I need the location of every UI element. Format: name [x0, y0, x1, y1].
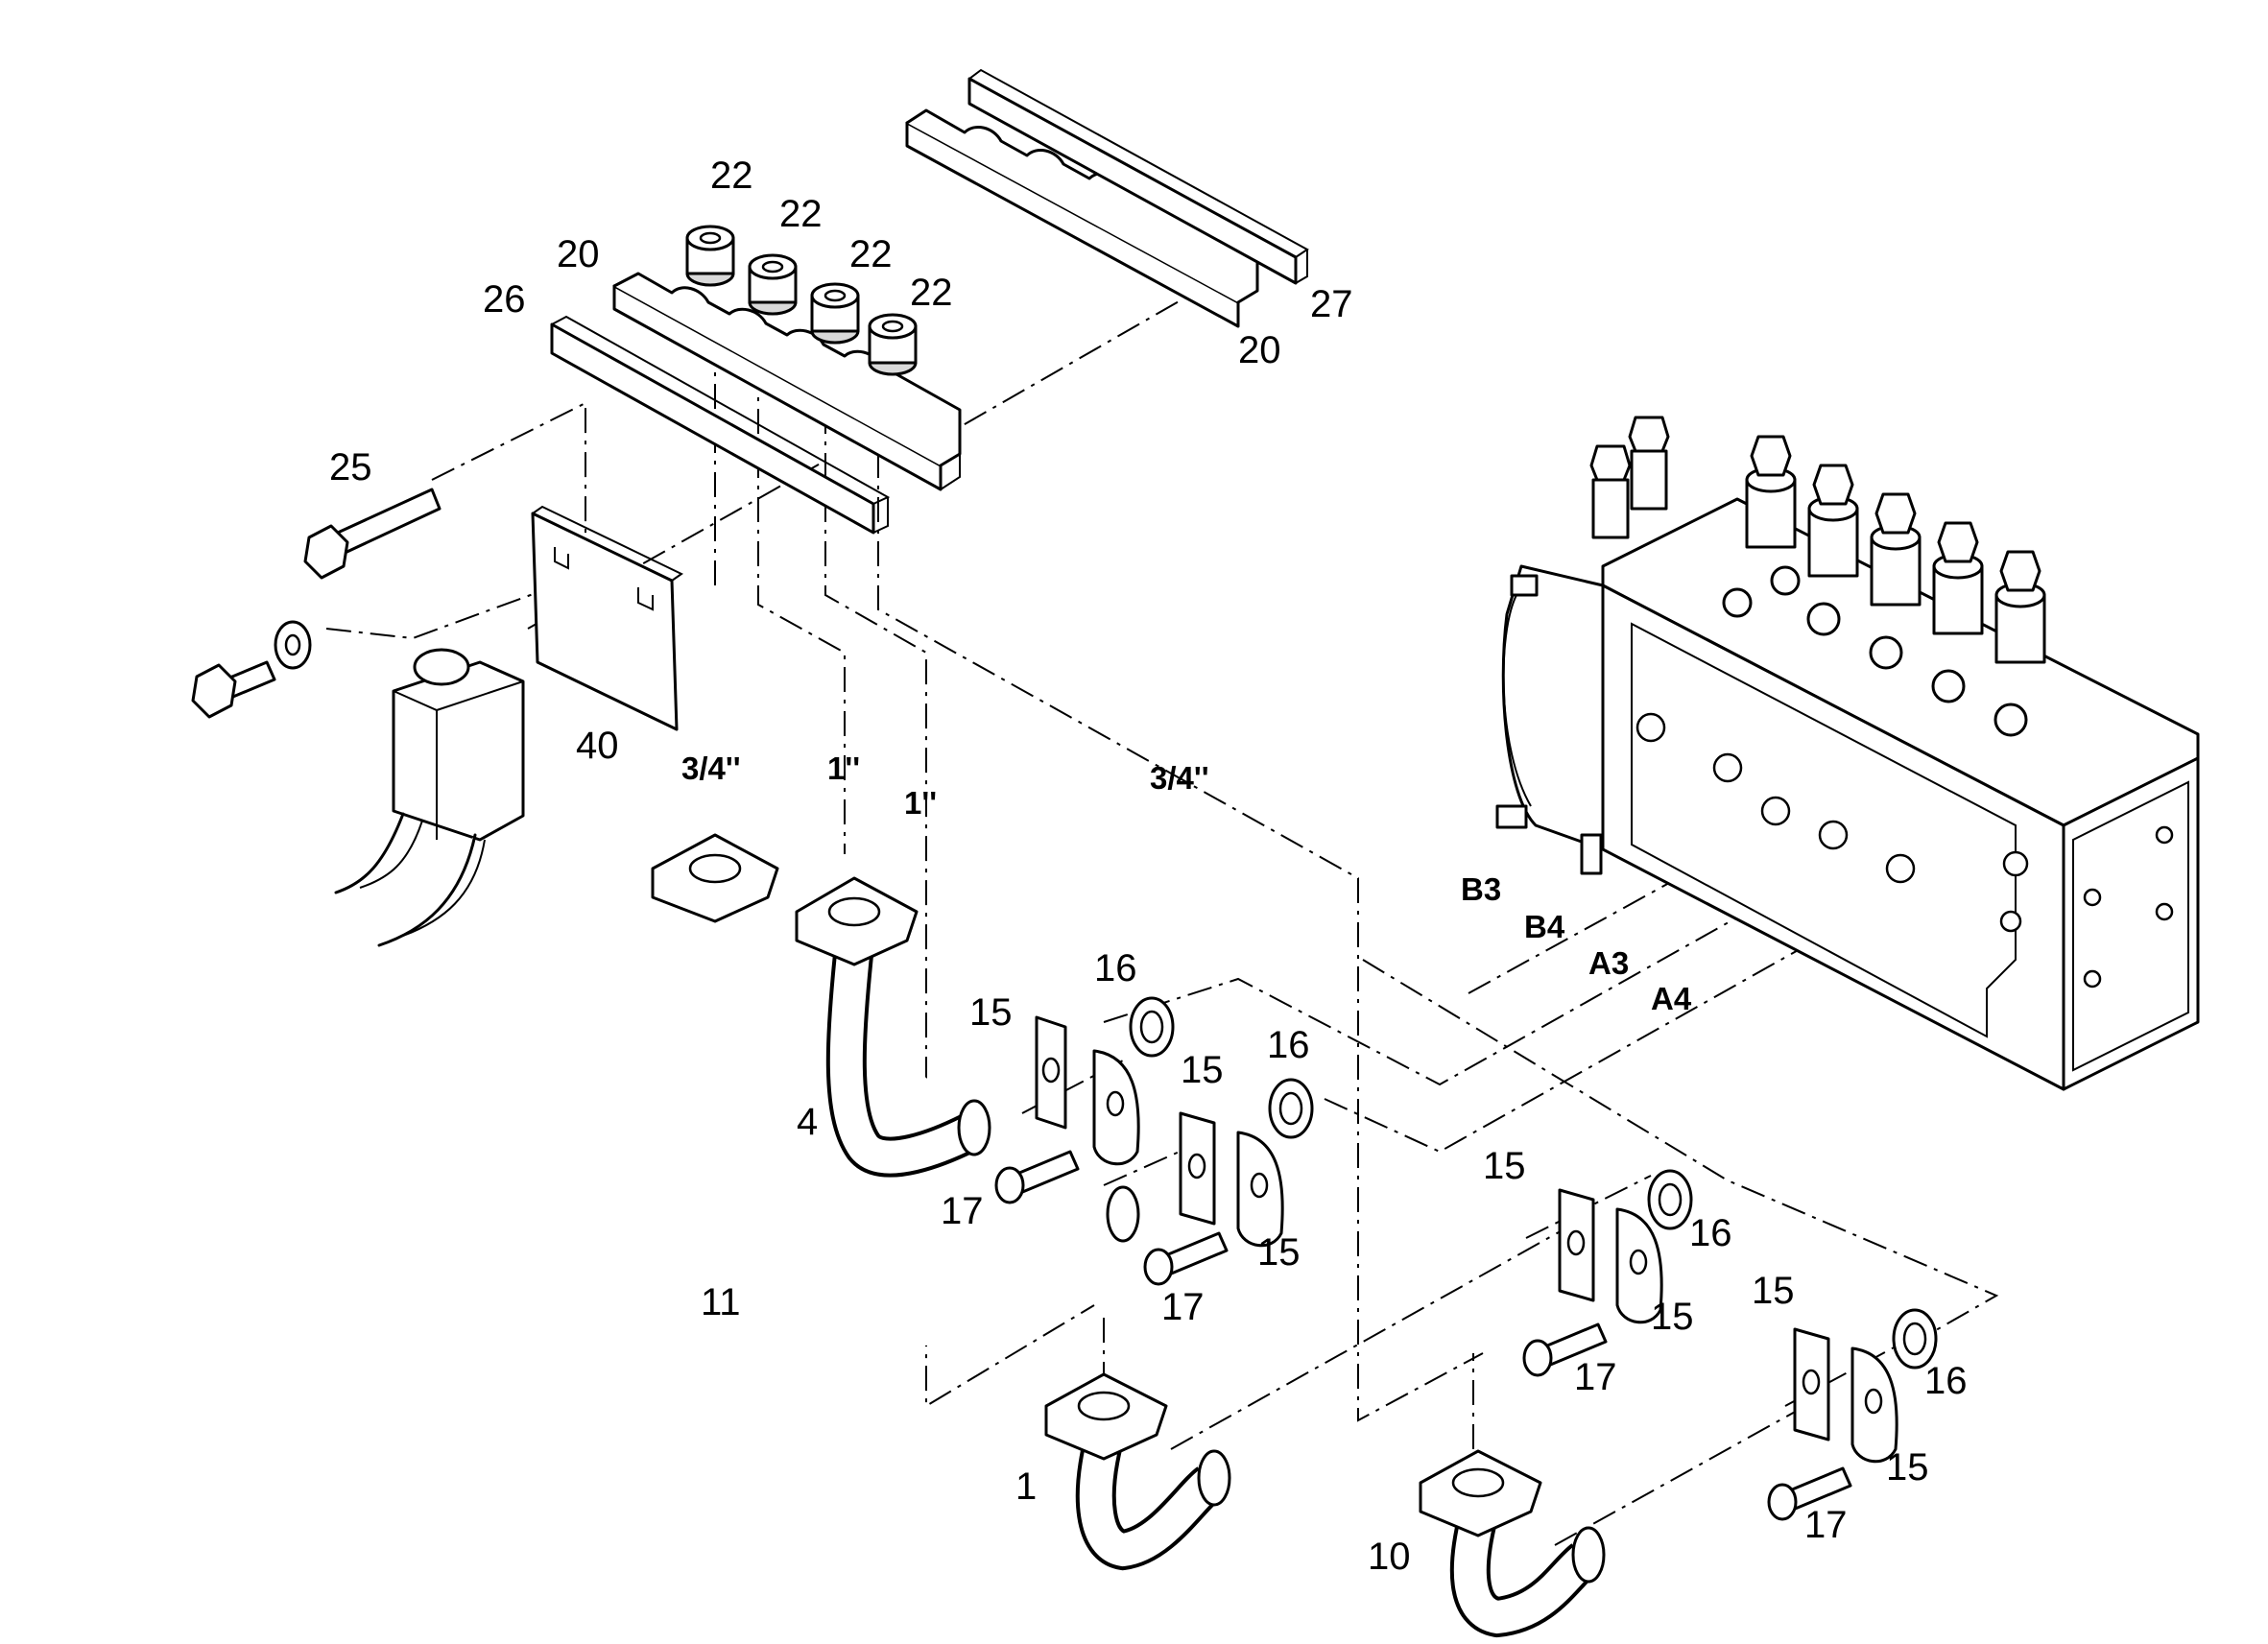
callout-26: 26: [483, 278, 526, 321]
callout-17: 17: [1804, 1504, 1848, 1546]
flange-half-d: [1236, 1131, 1284, 1248]
o-ring-d: [1892, 1308, 1938, 1370]
callout-22: 22: [710, 155, 753, 197]
screw-d: [1767, 1466, 1852, 1521]
size-label: 1'': [827, 751, 860, 786]
flange-half-e: [1558, 1188, 1595, 1302]
flange-half-a: [1035, 1015, 1067, 1130]
callout-22: 22: [779, 193, 823, 235]
clamp-bar-20-front: [612, 272, 962, 491]
bracket-plate-40: [531, 505, 683, 731]
size-label: 3/4'': [681, 751, 741, 786]
clamp-strip-26: [550, 315, 891, 535]
grommets-22: [685, 225, 918, 376]
grommet-1: [685, 225, 735, 287]
screw-b: [1143, 1231, 1229, 1286]
pipe-size-labels: 3/4'' 1'' 1'' 3/4'': [681, 751, 1209, 821]
flange-half-g: [1793, 1327, 1830, 1441]
callout-4: 4: [797, 1101, 818, 1143]
port-labels: B3 B4 A3 A4: [1461, 871, 1692, 1016]
pipe-1: [1044, 1372, 1231, 1571]
size-label: 3/4'': [1150, 760, 1209, 796]
o-ring-a: [1129, 996, 1175, 1058]
o-ring-c: [1647, 1169, 1693, 1230]
grommet-4: [868, 313, 918, 376]
o-rings-16: [1129, 996, 1938, 1370]
screws-17: [994, 1150, 1852, 1521]
control-valve-block: [1495, 416, 2200, 1091]
pipe-10: [1419, 1449, 1606, 1638]
callout-17: 17: [1574, 1356, 1617, 1398]
switch-box: [334, 648, 525, 947]
callout-25: 25: [329, 446, 372, 488]
washer: [274, 620, 312, 670]
callout-1: 1: [1015, 1465, 1037, 1508]
callout-11: 11: [701, 1281, 741, 1323]
callout-17: 17: [941, 1190, 984, 1232]
callout-15: 15: [1181, 1049, 1224, 1091]
valve-spools: [1589, 416, 2046, 664]
size-label: 1'': [904, 785, 937, 821]
flange-halves-15: [1035, 1015, 1898, 1464]
callout-15: 15: [1257, 1231, 1301, 1274]
screw-a: [994, 1150, 1080, 1204]
callout-16: 16: [1094, 947, 1137, 989]
callout-17: 17: [1161, 1286, 1205, 1328]
o-ring-b: [1268, 1078, 1314, 1139]
callout-40: 40: [576, 725, 619, 767]
callout-22: 22: [910, 272, 953, 314]
bolt-25: [303, 488, 442, 580]
callout-22: 22: [849, 233, 893, 275]
callout-15: 15: [1651, 1296, 1694, 1338]
port-label-b4: B4: [1524, 909, 1565, 944]
port-label-b3: B3: [1461, 871, 1501, 907]
clamp-strip-27: [967, 68, 1309, 285]
callout-15: 15: [1886, 1446, 1929, 1489]
flange-half-h: [1850, 1346, 1898, 1464]
valve-side-fittings: [1495, 574, 1603, 875]
valve-fittings: [1722, 565, 2028, 737]
callout-27: 27: [1310, 283, 1353, 325]
callout-20: 20: [1238, 329, 1281, 371]
callout-15: 15: [1483, 1145, 1526, 1187]
callout-16: 16: [1689, 1212, 1732, 1254]
callout-15: 15: [1752, 1270, 1795, 1312]
callout-10: 10: [1368, 1536, 1411, 1578]
valve-port-holes: [1635, 712, 2174, 989]
screw-c: [1522, 1322, 1608, 1377]
port-label-a4: A4: [1651, 981, 1692, 1016]
pipe-4: [795, 876, 991, 1178]
flange-half-b: [1092, 1049, 1140, 1166]
grommet-2: [748, 253, 798, 316]
flange-half-f: [1615, 1207, 1663, 1324]
pipe-11: [649, 833, 1140, 1346]
flange-half-c: [1179, 1111, 1216, 1226]
callout-15: 15: [969, 991, 1013, 1034]
callout-20: 20: [557, 233, 600, 275]
port-label-a3: A3: [1588, 945, 1629, 981]
grommet-3: [810, 282, 860, 345]
callouts: 22 22 22 22 20 26 27 20 25 40 4 11 1 10 …: [329, 155, 1968, 1578]
bolt-small: [191, 660, 276, 719]
callout-16: 16: [1924, 1360, 1968, 1402]
callout-16: 16: [1267, 1024, 1310, 1066]
